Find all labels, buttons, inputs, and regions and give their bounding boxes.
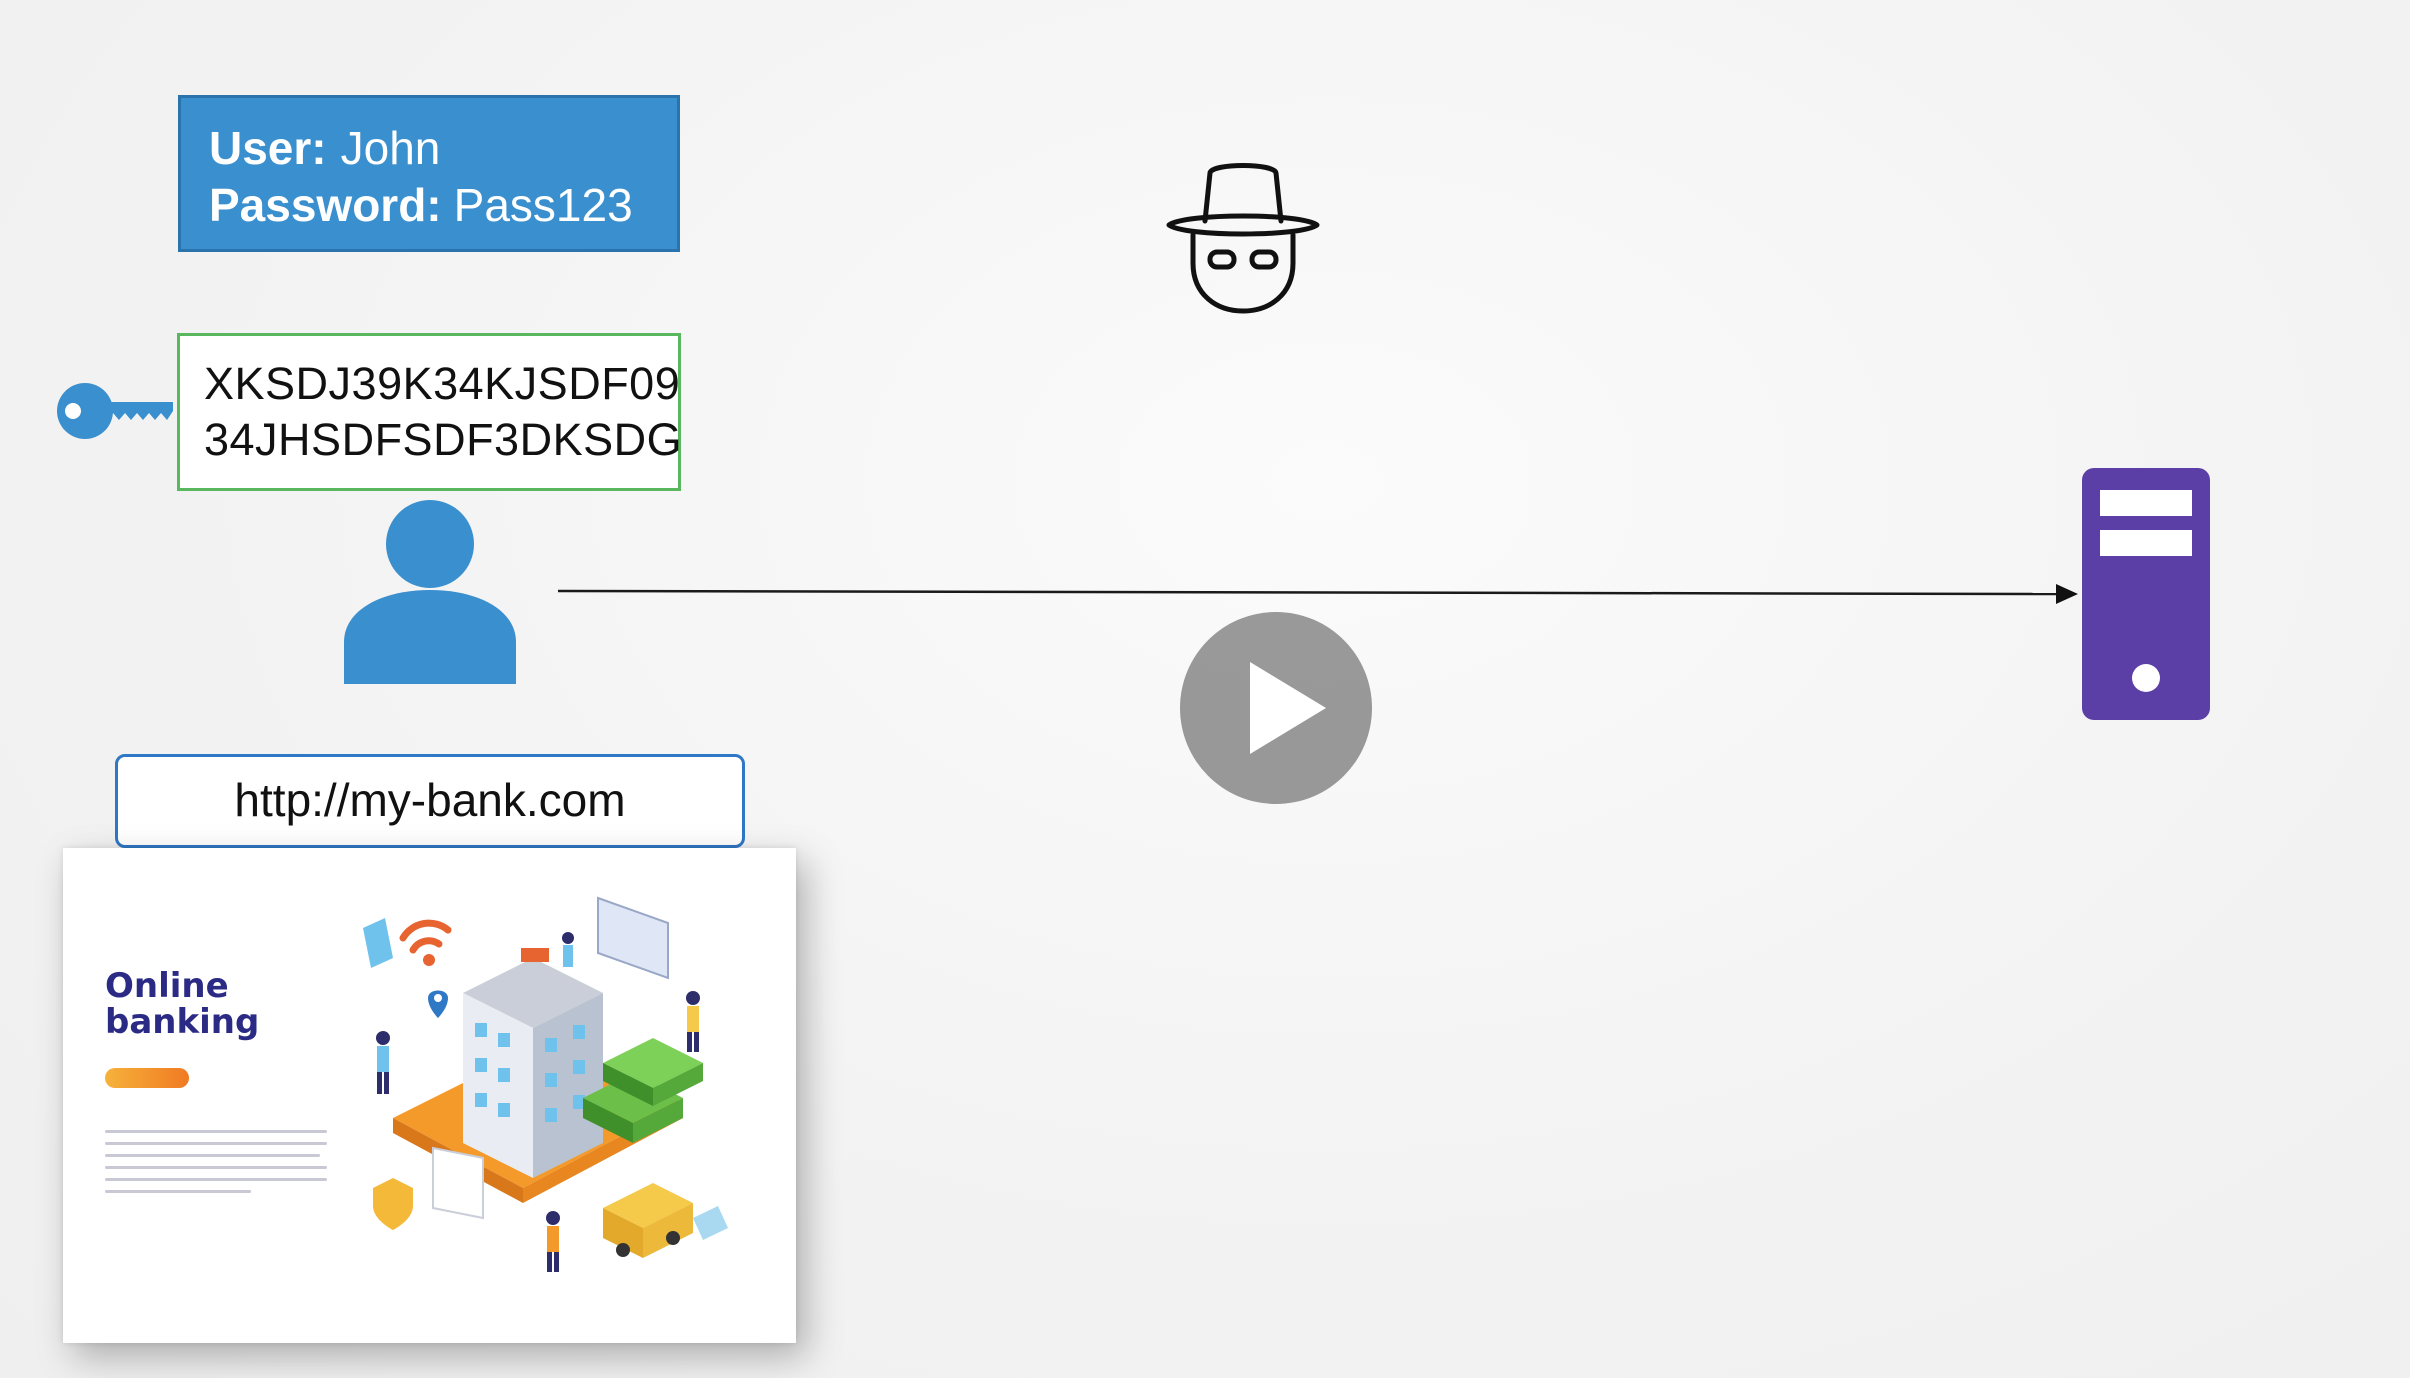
- website-title: Online banking: [105, 968, 259, 1040]
- website-preview: Online banking: [63, 848, 796, 1343]
- play-icon: [1250, 662, 1326, 754]
- key-icon: [57, 383, 173, 439]
- hacker-icon: [1166, 163, 1320, 314]
- password-label: Password:: [209, 179, 442, 231]
- url-bar: http://my-bank.com: [115, 754, 745, 848]
- password-value: Pass123: [453, 179, 633, 231]
- credentials-box: User:John Password:Pass123: [178, 95, 680, 252]
- server-icon: [2082, 468, 2210, 720]
- encrypted-line-1: XKSDJ39K34KJSDF09: [204, 358, 681, 409]
- user-value: John: [340, 122, 441, 174]
- user-row: User:John: [209, 120, 651, 177]
- encrypted-line-2: 34JHSDFSDF3DKSDG: [204, 414, 683, 465]
- play-button[interactable]: [1180, 612, 1372, 804]
- encrypted-text-box: XKSDJ39K34KJSDF09 34JHSDFSDF3DKSDG: [177, 333, 683, 491]
- password-row: Password:Pass123: [209, 177, 651, 234]
- banking-illustration: [363, 896, 728, 1272]
- website-title-line-1: Online: [105, 966, 229, 1006]
- website-cta-button: [105, 1068, 189, 1088]
- user-icon: [344, 500, 516, 684]
- website-title-line-2: banking: [105, 1002, 260, 1042]
- user-label: User:: [209, 122, 327, 174]
